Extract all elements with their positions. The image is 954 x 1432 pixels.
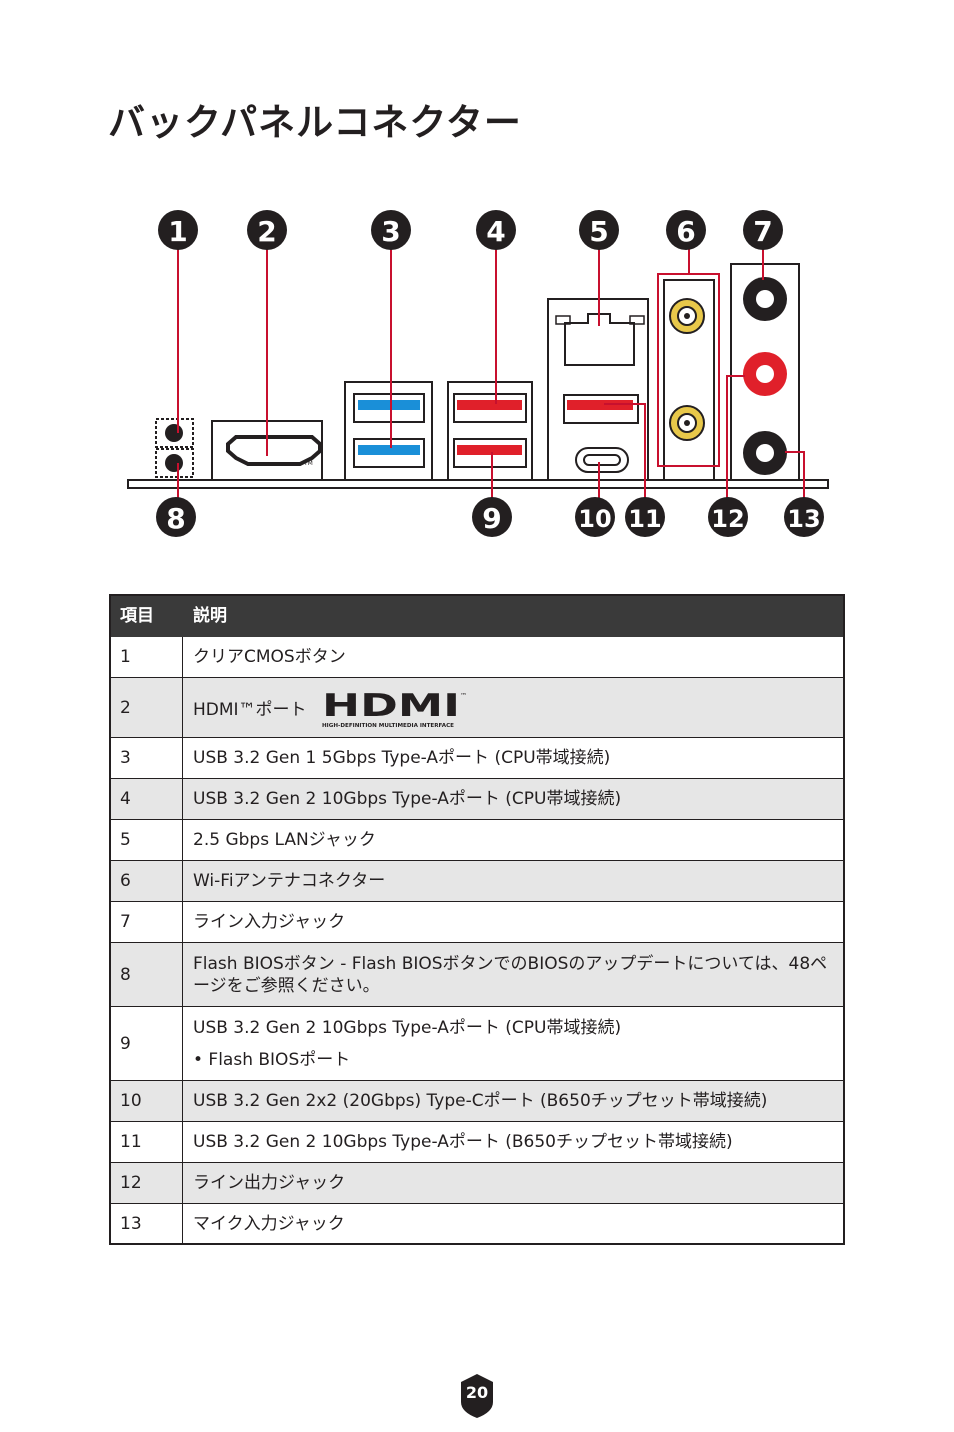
row-number: 7: [109, 901, 183, 943]
row-description: HDMI™ポート: [193, 700, 307, 720]
hdmi-logo-text: HDMI: [322, 690, 460, 724]
row-number: 1: [109, 636, 183, 678]
callouts-top: 1 2 3 4 5 6 7: [158, 210, 783, 250]
table-row: 8 Flash BIOSボタン - Flash BIOSボタンでのBIOSのアッ…: [109, 942, 845, 1007]
table-row: 4 USB 3.2 Gen 2 10Gbps Type-Aポート (CPU帯域接…: [109, 778, 845, 820]
panel-baseline: [127, 479, 829, 489]
hdmi-logo-tm: ™: [460, 692, 467, 700]
row-number: 6: [109, 860, 183, 902]
row-number: 5: [109, 819, 183, 861]
hdmi-tagline: HIGH-DEFINITION MULTIMEDIA INTERFACE: [322, 723, 455, 729]
callout-12: 12: [711, 505, 744, 533]
page-number: 20: [465, 1383, 489, 1402]
callout-9: 9: [482, 502, 501, 535]
callout-3: 3: [381, 215, 400, 248]
row-number: 12: [109, 1162, 183, 1204]
table-row: 1 クリアCMOSボタン: [109, 636, 845, 678]
table-row: 6 Wi-Fiアンテナコネクター: [109, 860, 845, 902]
table-row: 5 2.5 Gbps LANジャック: [109, 819, 845, 861]
hdmi-logo: HDMI ™ HIGH-DEFINITION MULTIMEDIA INTERF…: [322, 690, 467, 729]
header-item: 項目: [109, 594, 183, 637]
clear-cmos-button-port: [155, 418, 194, 448]
table-row: 11 USB 3.2 Gen 2 10Gbps Type-Aポート (B650チ…: [109, 1121, 845, 1163]
row-description: USB 3.2 Gen 2 10Gbps Type-Aポート (CPU帯域接続): [193, 1017, 622, 1038]
flash-bios-button-port: [155, 448, 194, 478]
row-number: 8: [109, 942, 183, 1007]
row-number: 11: [109, 1121, 183, 1163]
table-row: 3 USB 3.2 Gen 1 5Gbps Type-Aポート (CPU帯域接続…: [109, 737, 845, 779]
row-description: マイク入力ジャック: [182, 1203, 845, 1245]
row-number: 2: [109, 677, 183, 738]
callout-4: 4: [486, 215, 505, 248]
usb-gen1-stack: [344, 381, 433, 481]
callout-2: 2: [257, 215, 276, 248]
table-row: 7 ライン入力ジャック: [109, 901, 845, 943]
connector-table: 項目 説明 1 クリアCMOSボタン 2 HDMI™ポート HDMI ™ HIG…: [109, 594, 845, 1245]
callout-5: 5: [589, 215, 608, 248]
row-description: 2.5 Gbps LANジャック: [182, 819, 845, 861]
row-description: Wi-Fiアンテナコネクター: [182, 860, 845, 902]
row-number: 9: [109, 1006, 183, 1081]
row-bullet: • Flash BIOSポート: [193, 1049, 351, 1070]
row-description: ライン出力ジャック: [182, 1162, 845, 1204]
leader-lines: [177, 248, 805, 500]
row-description: クリアCMOSボタン: [182, 636, 845, 678]
table-row: 2 HDMI™ポート HDMI ™ HIGH-DEFINITION MULTIM…: [109, 677, 845, 738]
audio-jacks-block: [730, 263, 800, 481]
row-description: USB 3.2 Gen 2x2 (20Gbps) Type-Cポート (B650…: [182, 1080, 845, 1122]
row-description: USB 3.2 Gen 2 10Gbps Type-Aポート (B650チップセ…: [182, 1121, 845, 1163]
page-title: バックパネルコネクター: [108, 101, 522, 144]
row-description: USB 3.2 Gen 2 10Gbps Type-Aポート (CPU帯域接続): [182, 778, 845, 820]
table-row: 13 マイク入力ジャック: [109, 1203, 845, 1245]
callout-1: 1: [168, 215, 187, 248]
row-description: ライン入力ジャック: [182, 901, 845, 943]
table-row: 10 USB 3.2 Gen 2x2 (20Gbps) Type-Cポート (B…: [109, 1080, 845, 1122]
row-description: USB 3.2 Gen 1 5Gbps Type-Aポート (CPU帯域接続): [182, 737, 845, 779]
callout-6: 6: [676, 215, 695, 248]
callout-13: 13: [787, 505, 820, 533]
row-number: 3: [109, 737, 183, 779]
callout-8: 8: [166, 502, 185, 535]
row-number: 10: [109, 1080, 183, 1122]
callouts-bottom: 8 9 10 11 12 13: [156, 497, 824, 537]
table-header-row: 項目 説明: [109, 594, 845, 637]
header-description: 説明: [182, 594, 845, 637]
callout-7: 7: [753, 215, 772, 248]
table-row: 12 ライン出力ジャック: [109, 1162, 845, 1204]
row-description-cell: HDMI™ポート HDMI ™ HIGH-DEFINITION MULTIMED…: [182, 677, 845, 738]
lan-usb-typec-stack: [547, 298, 649, 481]
row-number: 13: [109, 1203, 183, 1245]
callout-11: 11: [628, 505, 661, 533]
wifi-antenna-block: [657, 273, 720, 481]
page-number-badge: [461, 1374, 493, 1418]
hdmi-tm-mark: TM: [303, 460, 313, 467]
usb-gen2-stack: [447, 381, 533, 481]
row-description-cell: USB 3.2 Gen 2 10Gbps Type-Aポート (CPU帯域接続)…: [182, 1006, 845, 1081]
table-row: 9 USB 3.2 Gen 2 10Gbps Type-Aポート (CPU帯域接…: [109, 1006, 845, 1081]
callout-10: 10: [578, 505, 611, 533]
row-description: Flash BIOSボタン - Flash BIOSボタンでのBIOSのアップデ…: [182, 942, 845, 1007]
row-number: 4: [109, 778, 183, 820]
back-panel-diagram: TM: [127, 210, 829, 537]
